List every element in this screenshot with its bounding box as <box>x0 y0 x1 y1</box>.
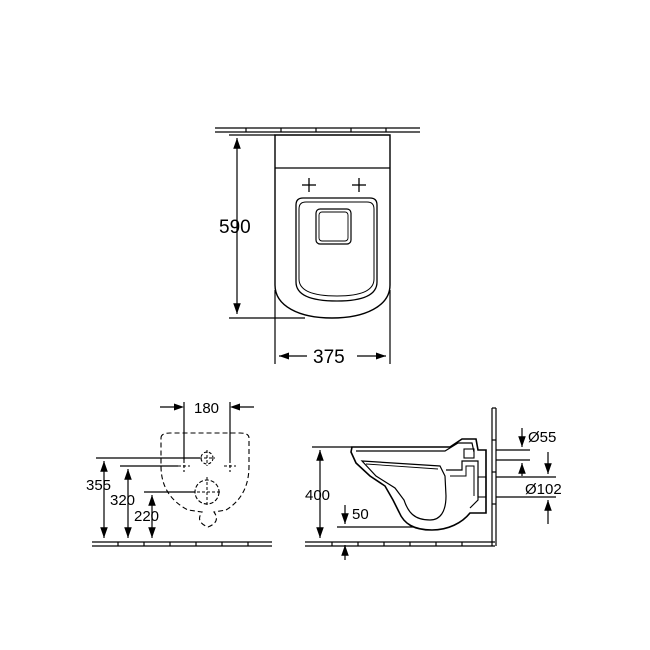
height-220-label: 220 <box>134 508 159 525</box>
dashed-cross-icon <box>178 460 236 472</box>
side-view: 400 50 Ø55 Ø102 <box>305 407 562 560</box>
height-320-dimension <box>120 465 178 538</box>
height-400-dimension <box>312 446 352 538</box>
toilet-top-outline <box>274 134 391 319</box>
top-view: 590 375 <box>215 127 420 368</box>
front-floor <box>92 541 272 547</box>
height-50-dimension <box>337 505 414 560</box>
dia-102-label: Ø102 <box>525 481 562 498</box>
front-view: 180 355 320 220 <box>86 400 272 547</box>
depth-label: 590 <box>219 217 251 238</box>
toilet-side-outline <box>350 438 487 531</box>
width-label: 375 <box>313 347 345 368</box>
height-50-label: 50 <box>352 506 369 523</box>
dia-102-dimension <box>496 452 556 524</box>
width-dimension <box>274 290 391 364</box>
height-355-label: 355 <box>86 477 111 494</box>
front-bowl-outline <box>160 432 250 528</box>
bowl-inner-profile <box>360 460 447 521</box>
top-wall <box>215 127 420 133</box>
mounting-cross-icon <box>302 178 366 192</box>
hole-spacing-dimension <box>160 402 254 460</box>
seat-outline <box>295 197 378 302</box>
side-floor <box>305 541 495 547</box>
seat-lid-recess <box>315 208 352 245</box>
trap-profile <box>446 460 479 509</box>
hole-spacing-label: 180 <box>194 400 219 417</box>
height-400-label: 400 <box>305 487 330 504</box>
height-320-label: 320 <box>110 492 135 509</box>
side-wall <box>491 407 497 546</box>
height-355-dimension <box>96 457 200 538</box>
height-220-dimension <box>144 491 195 538</box>
dia-55-label: Ø55 <box>528 429 556 446</box>
depth-dimension <box>229 134 305 319</box>
dia-55-dimension <box>496 428 530 476</box>
